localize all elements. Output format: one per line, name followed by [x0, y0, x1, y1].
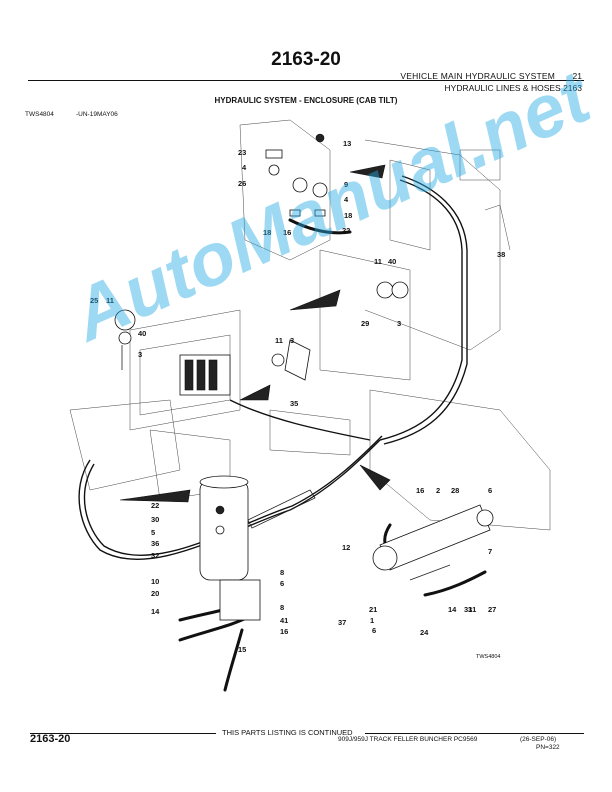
callout: 40: [388, 257, 396, 266]
callout: 16: [283, 228, 291, 237]
figure-title: HYDRAULIC SYSTEM - ENCLOSURE (CAB TILT): [214, 96, 398, 105]
callout: 18: [263, 228, 271, 237]
callout: 13: [343, 139, 351, 148]
callout: 26: [238, 179, 246, 188]
callout: 16: [416, 486, 424, 495]
callout: 6: [372, 626, 376, 635]
callout: 27: [488, 605, 496, 614]
footer-date: (26-SEP-06): [520, 736, 557, 743]
continued-note: THIS PARTS LISTING IS CONTINUED: [222, 728, 353, 737]
callout: 4: [344, 195, 349, 204]
callout: 40: [138, 329, 146, 338]
callout: 29: [361, 319, 369, 328]
callout: 31: [464, 605, 472, 614]
page-number-top: 2163-20: [271, 49, 341, 70]
page-number-bottom: 2163-20: [30, 733, 71, 745]
callout: 2: [436, 486, 440, 495]
callout: 23: [238, 148, 246, 157]
group-title: HYDRAULIC LINES & HOSES 2163: [444, 83, 582, 93]
callout: 31: [468, 605, 476, 614]
valve-block: [179, 354, 231, 396]
footer-title: 909J/959J TRACK FELLER BUNCHER PC9569: [338, 736, 478, 743]
figure-id: TWS4804: [25, 111, 54, 118]
callout: 3: [290, 336, 294, 345]
callout: 14: [151, 607, 160, 616]
leader-arrows: [119, 164, 391, 503]
callout: 36: [151, 539, 159, 548]
callout: 20: [151, 589, 159, 598]
callout: 4: [242, 163, 247, 172]
callout: 12: [342, 543, 350, 552]
callout: 6: [280, 579, 284, 588]
callout: 1: [370, 616, 374, 625]
callout: 10: [151, 577, 159, 586]
callout: 28: [451, 486, 459, 495]
callout: 6: [488, 486, 492, 495]
callout: 22: [151, 501, 159, 510]
callout: 8: [280, 603, 284, 612]
callout: 8: [280, 568, 284, 577]
callout-labels: 13 23 4 26 9 4 18 18 16 22 38 11 40 25 1…: [90, 139, 505, 660]
callout: 18: [344, 211, 352, 220]
footer-rule-left: [30, 733, 216, 734]
callout: 30: [151, 515, 159, 524]
callout: 21: [369, 605, 377, 614]
callout: 35: [290, 399, 298, 408]
callout: 41: [280, 616, 288, 625]
tilt-pump: [199, 475, 316, 621]
callout: 11: [106, 296, 114, 305]
callout: 11: [374, 257, 382, 266]
callout: 7: [488, 547, 492, 556]
callout: 25: [90, 296, 98, 305]
callout: 3: [397, 319, 401, 328]
footer-rule-right: [365, 733, 584, 734]
callout: 16: [280, 627, 288, 636]
callout: 14: [448, 605, 457, 614]
tilt-cylinder: [372, 504, 494, 581]
callout: 5: [151, 528, 155, 537]
callout: 22: [342, 226, 350, 235]
callout: 3: [138, 350, 142, 359]
callout: 37: [338, 618, 346, 627]
footer-pn: PN=322: [536, 744, 560, 751]
header-rule: [28, 80, 584, 81]
callout: 24: [420, 628, 429, 637]
figure-date: -UN-19MAY06: [76, 111, 118, 118]
callout: 15: [238, 645, 246, 654]
callout: 32: [151, 551, 159, 560]
fittings-cluster: [114, 133, 409, 535]
inner-figure-id: TWS4804: [476, 654, 500, 660]
callout: 9: [344, 180, 348, 189]
callout: 11: [275, 336, 283, 345]
section-number: 21: [572, 71, 582, 81]
section-title: VEHICLE MAIN HYDRAULIC SYSTEM: [400, 71, 555, 81]
hydraulic-diagram: 13 23 4 26 9 4 18 18 16 22 38 11 40 25 1…: [69, 119, 551, 692]
callout: 38: [497, 250, 505, 259]
